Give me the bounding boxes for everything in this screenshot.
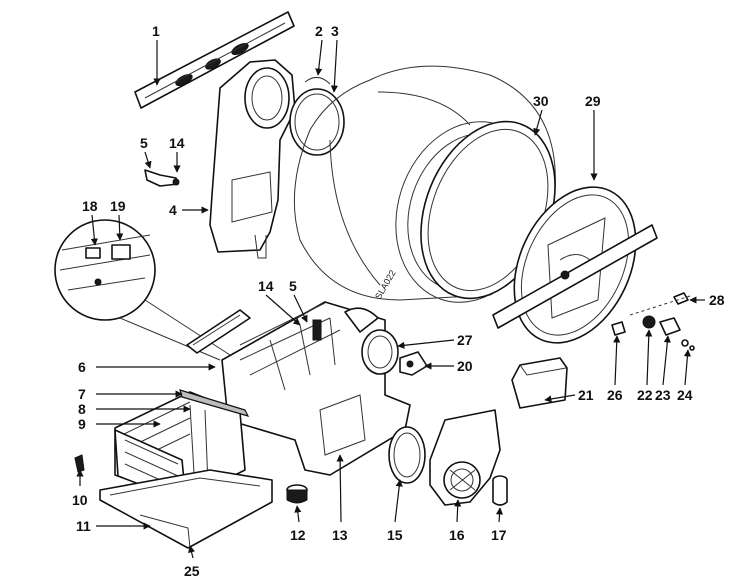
callout-23: 23 [655,387,671,403]
part-11-25-tray [99,469,273,549]
callout-5b: 5 [289,278,297,294]
parts-22-28-hardware [611,292,695,351]
callout-24: 24 [677,387,693,403]
callout-9: 9 [78,416,86,432]
callout-11: 11 [76,518,91,534]
part-21-box [511,357,568,409]
leader-lines [76,39,705,559]
callout-7: 7 [78,386,86,402]
callout-15: 15 [387,527,403,543]
callout-2: 2 [315,23,323,39]
callout-19: 19 [110,198,126,214]
part-12-foot [286,484,308,504]
callout-6: 6 [78,359,86,375]
zoom-inset [54,219,231,361]
callout-4: 4 [169,202,177,218]
callout-14b: 14 [258,278,274,294]
callout-30: 30 [533,93,549,109]
callout-27: 27 [457,332,473,348]
callout-1: 1 [152,23,160,39]
callout-29: 29 [585,93,601,109]
callout-12: 12 [290,527,306,543]
callout-28: 28 [709,292,725,308]
part-29-front-bulkhead [492,186,658,344]
part-5-14-idler [144,169,180,187]
part-13-base-chassis [221,301,411,476]
callout-21: 21 [578,387,594,403]
callout-26: 26 [607,387,623,403]
drawing-code: SLA022 [373,268,398,301]
part-17-cylinder [492,475,508,506]
part-16-blower [429,409,501,506]
callout-10: 10 [72,492,88,508]
callout-14a: 14 [169,135,185,151]
part-6-lint-filter [186,309,251,354]
part-1-top-bracket [134,11,295,109]
callout-13: 13 [332,527,348,543]
part-4-rear-duct [209,59,296,259]
callout-20: 20 [457,358,473,374]
part-10-bolt [74,454,85,473]
callout-18: 18 [82,198,98,214]
callout-5a: 5 [140,135,148,151]
part-20-motor-bracket [399,351,428,376]
callout-22: 22 [637,387,653,403]
callout-8: 8 [78,401,86,417]
callout-16: 16 [449,527,465,543]
part-3-rear-seal [289,77,345,156]
callout-25: 25 [184,563,200,579]
part-15-ring [388,426,426,484]
callout-labels: 1 2 3 5 14 4 18 19 14 5 6 7 8 9 10 11 25… [72,23,725,579]
callout-3: 3 [331,23,339,39]
callout-17: 17 [491,527,507,543]
